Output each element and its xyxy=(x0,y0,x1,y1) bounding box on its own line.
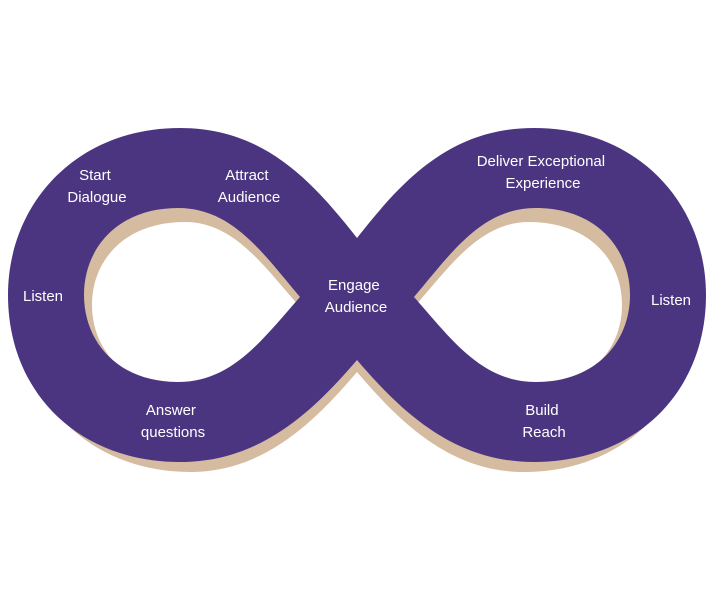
label-deliver-experience: Deliver Exceptional Experience xyxy=(477,153,610,192)
label-listen-left-line1: Listen xyxy=(23,288,63,305)
label-answer-questions-line1: Answer xyxy=(146,402,196,419)
label-start-dialogue-line2: Dialogue xyxy=(67,189,126,206)
label-answer-questions-line2: questions xyxy=(141,424,205,441)
loop-band xyxy=(8,128,706,462)
label-answer-questions: Answer questions xyxy=(141,402,205,441)
label-engage-audience-line1: Engage xyxy=(328,277,380,294)
label-deliver-experience-line2: Experience xyxy=(505,175,580,192)
label-deliver-experience-line1: Deliver Exceptional xyxy=(477,153,605,170)
label-start-dialogue-line1: Start xyxy=(79,167,112,184)
label-build-reach: Build Reach xyxy=(522,402,565,441)
label-listen-right-line1: Listen xyxy=(651,292,691,309)
label-attract-audience-line1: Attract xyxy=(225,167,269,184)
label-build-reach-line2: Reach xyxy=(522,424,565,441)
label-start-dialogue: Start Dialogue xyxy=(67,167,126,206)
label-listen-right: Listen xyxy=(651,292,691,309)
label-build-reach-line1: Build xyxy=(525,402,558,419)
label-engage-audience: Engage Audience xyxy=(325,277,388,316)
label-listen-left: Listen xyxy=(23,288,63,305)
label-attract-audience: Attract Audience xyxy=(218,167,281,206)
label-attract-audience-line2: Audience xyxy=(218,189,281,206)
label-engage-audience-line2: Audience xyxy=(325,299,388,316)
